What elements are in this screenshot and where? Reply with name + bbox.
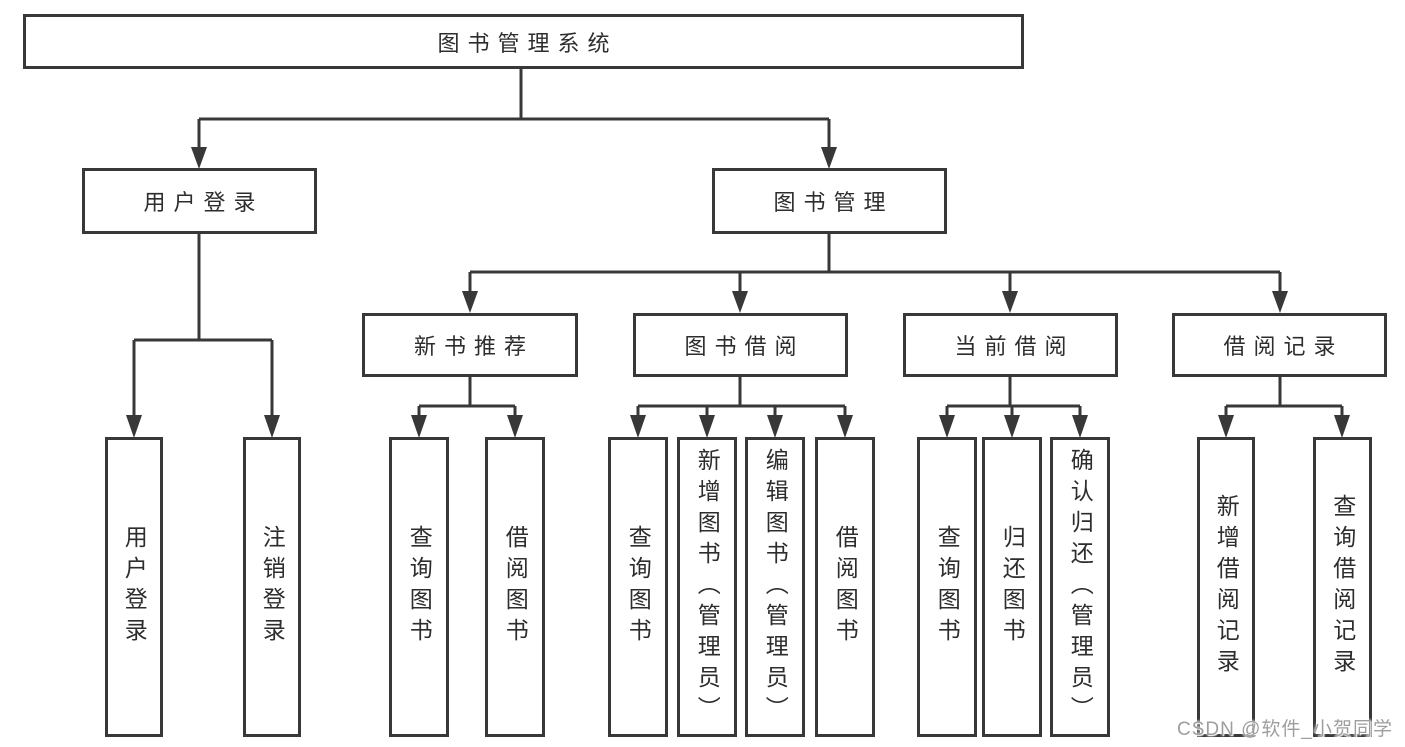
arrowhead-down-icon [767,415,783,438]
arrowhead-down-icon [1004,415,1020,438]
arrowhead-down-icon [1072,415,1088,438]
node-user-login-leaf: 用户登录 [105,437,163,737]
arrowhead-down-icon [1002,291,1018,313]
arrowhead-down-icon [821,147,837,169]
node-borrow-books: 借阅图书 [485,437,545,737]
arrowhead-down-icon [191,147,207,169]
node-borrow-books: 借阅图书 [815,437,875,737]
node-logout-leaf: 注销登录 [243,437,301,737]
edge-mgmt-to-level3 [462,234,1288,313]
csdn-watermark: CSDN @软件_小贺同学 [1177,719,1393,740]
node-query-books: 查询图书 [608,437,668,737]
arrowhead-down-icon [837,415,853,438]
node-borrow-records: 借阅记录 [1172,313,1387,377]
node-confirm-return-admin: 确认归还（管理员） [1050,437,1110,737]
node-query-books: 查询图书 [917,437,977,737]
node-add-books-admin: 新增图书（管理员） [677,437,737,737]
arrowhead-down-icon [939,415,955,438]
edge-root-to-level2 [191,69,837,169]
edge-newbook-to-leaves [411,377,523,438]
node-add-borrow-record: 新增借阅记录 [1197,437,1255,737]
node-user-login: 用户登录 [82,168,317,234]
arrowhead-down-icon [1218,415,1234,438]
node-book-management: 图书管理 [712,168,947,234]
edge-borrow-to-leaves [630,377,853,438]
arrowhead-down-icon [1334,415,1350,438]
arrowhead-down-icon [462,291,478,313]
node-edit-books-admin: 编辑图书（管理员） [745,437,805,737]
node-query-borrow-record: 查询借阅记录 [1313,437,1372,737]
arrowhead-down-icon [126,415,142,438]
edge-records-to-leaves [1218,377,1350,438]
arrowhead-down-icon [699,415,715,438]
node-return-books: 归还图书 [982,437,1042,737]
node-query-books: 查询图书 [389,437,449,737]
node-current-borrow: 当前借阅 [903,313,1118,377]
arrowhead-down-icon [630,415,646,438]
arrowhead-down-icon [507,415,523,438]
arrowhead-down-icon [1272,291,1288,313]
arrowhead-down-icon [411,415,427,438]
edge-current-to-leaves [939,377,1088,438]
edge-login-to-leaves [126,234,280,438]
arrowhead-down-icon [264,415,280,438]
arrowhead-down-icon [732,291,748,313]
node-root-system: 图书管理系统 [23,14,1024,69]
node-book-borrow: 图书借阅 [633,313,848,377]
node-new-book-recommend: 新书推荐 [362,313,578,377]
